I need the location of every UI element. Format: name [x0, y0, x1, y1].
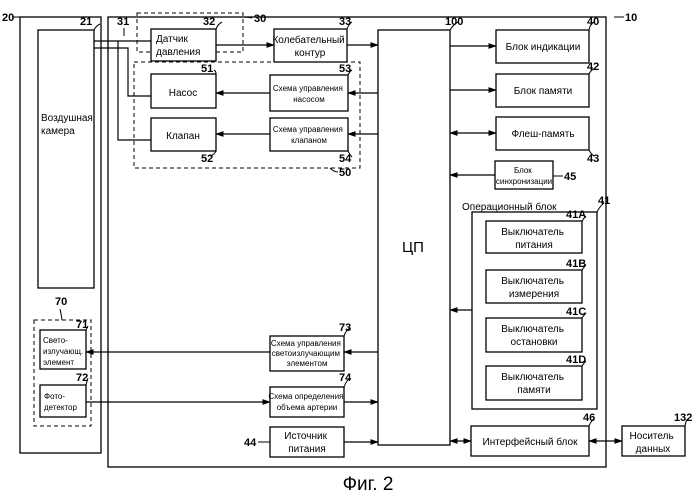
cpu-block [378, 30, 450, 445]
ref-33: 33 [339, 16, 351, 28]
ref-41D: 41D [566, 354, 586, 366]
ref-41C: 41C [566, 306, 586, 318]
ref-10: 10 [625, 12, 637, 24]
pump-label: Насос [169, 88, 197, 99]
photodetector-block [40, 385, 86, 417]
ref-45: 45 [564, 171, 576, 183]
ref-71: 71 [76, 319, 88, 331]
ref-31: 31 [117, 16, 129, 28]
operation-title: Операционный блок [462, 201, 557, 213]
memory-label: Блок памяти [514, 86, 573, 97]
ref-74: 74 [339, 372, 352, 384]
interface-label: Интерфейсный блок [483, 436, 579, 448]
air-chamber-block [38, 30, 94, 288]
ref-54: 54 [339, 153, 352, 165]
ref-41: 41 [598, 195, 610, 207]
ref-132: 132 [674, 412, 692, 424]
ref-50: 50 [339, 167, 351, 179]
ref-21: 21 [80, 16, 92, 28]
ref-72: 72 [76, 372, 88, 384]
ref-46: 46 [583, 412, 595, 424]
ref-73: 73 [339, 322, 351, 334]
ref-70: 70 [55, 296, 67, 308]
ref-44: 44 [244, 437, 257, 449]
valve-label: Клапан [166, 131, 200, 142]
ref-30: 30 [254, 13, 266, 25]
valve-control-block [270, 118, 348, 151]
ref-100: 100 [445, 16, 463, 28]
ref-51: 51 [201, 63, 213, 75]
flash-label: Флеш-память [511, 129, 574, 140]
pump-control-block [270, 75, 348, 111]
ref-20: 20 [2, 12, 14, 24]
ref-40: 40 [587, 16, 599, 28]
display-label: Блок индикации [506, 42, 581, 53]
ref-32: 32 [203, 16, 215, 28]
ref-52: 52 [201, 153, 213, 165]
ref-41B: 41B [566, 258, 586, 270]
cpu-label: ЦП [402, 239, 424, 256]
ref-43: 43 [587, 153, 599, 165]
ref-41A: 41A [566, 209, 586, 221]
ref-42: 42 [587, 61, 599, 73]
ref-53: 53 [339, 63, 351, 75]
figure-caption: Фиг. 2 [343, 474, 394, 495]
